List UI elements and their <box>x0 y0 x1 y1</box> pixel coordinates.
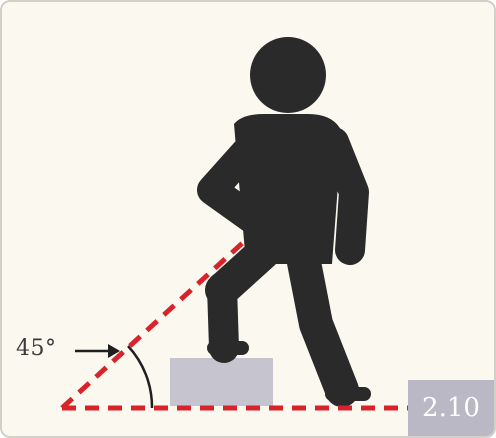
incline-dashed-line <box>60 236 250 410</box>
person-left-arm <box>197 137 269 235</box>
figure-number-badge: 2.10 <box>408 380 494 436</box>
arrow-right-icon <box>75 344 120 358</box>
person-standing-leg <box>285 235 359 407</box>
step-block <box>170 358 273 406</box>
angle-arc <box>127 345 154 409</box>
person-stepping-icon <box>197 37 371 407</box>
person-head <box>250 37 326 113</box>
person-raised-shin <box>207 272 239 363</box>
person-right-arm <box>319 127 369 265</box>
angle-label: 45° <box>16 336 57 361</box>
